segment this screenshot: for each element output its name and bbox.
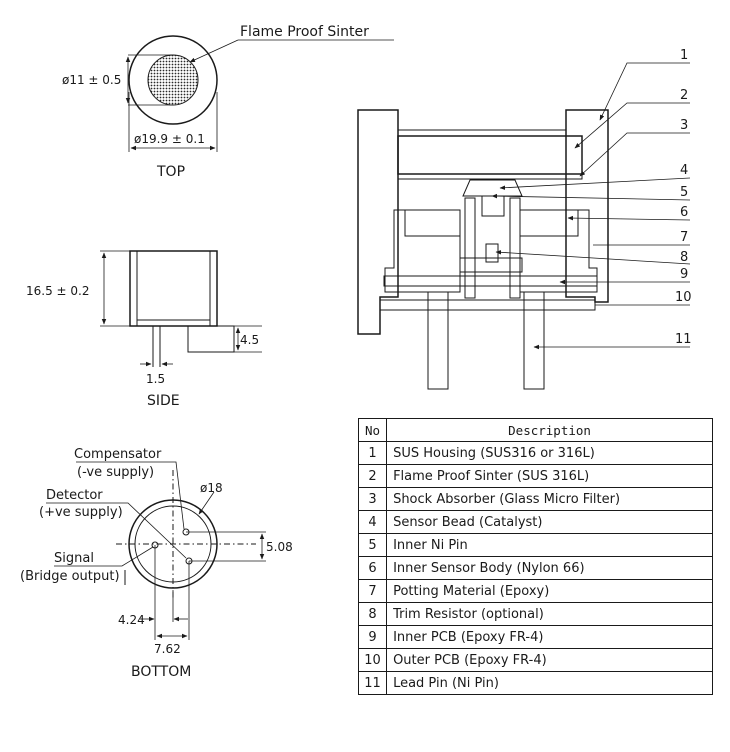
row-desc: Potting Material (Epoxy) xyxy=(386,579,714,603)
callout-1: 1 xyxy=(680,48,688,63)
top-view-caption: TOP xyxy=(156,164,185,180)
signal-label: Signal xyxy=(54,551,94,566)
signal-note: (Bridge output) xyxy=(20,569,120,584)
side-view: 16.5 ± 0.2 4.5 1.5 SIDE xyxy=(26,250,262,409)
row-desc: Shock Absorber (Glass Micro Filter) xyxy=(386,487,714,511)
header-no: No xyxy=(357,418,388,442)
bottom-view: Compensator (-ve supply) Detector (+ve s… xyxy=(20,447,293,680)
detector-note: (+ve supply) xyxy=(39,505,123,520)
housing-left-wall xyxy=(357,109,399,335)
bottom-vertical-dim: 5.08 xyxy=(266,540,293,554)
side-pin-width-dim: 1.5 xyxy=(146,372,165,386)
trim-resistor xyxy=(485,243,499,263)
callout-7: 7 xyxy=(680,230,688,245)
side-view-caption: SIDE xyxy=(147,393,180,409)
callout-10: 10 xyxy=(675,290,692,305)
potting-left xyxy=(384,209,461,293)
callout-3: 3 xyxy=(680,118,688,133)
row-no: 7 xyxy=(357,579,388,603)
inner-body-left xyxy=(404,209,461,237)
cross-section: 1 2 3 4 5 6 7 8 9 10 11 xyxy=(357,48,692,390)
sinter-section xyxy=(397,135,583,175)
sinter-circle xyxy=(147,54,199,106)
callout-4: 4 xyxy=(680,163,688,178)
lead-pin-left xyxy=(427,291,449,390)
row-desc: Trim Resistor (optional) xyxy=(386,602,714,626)
sensor-bead-section xyxy=(462,179,523,197)
callout-6: 6 xyxy=(680,205,688,220)
table-header-row: No Description xyxy=(357,418,714,442)
header-description: Description xyxy=(386,418,714,442)
bottom-view-caption: BOTTOM xyxy=(131,664,191,680)
row-no: 3 xyxy=(357,487,388,511)
callout-2: 2 xyxy=(680,88,688,103)
row-desc: Inner Sensor Body (Nylon 66) xyxy=(386,556,714,580)
row-desc: Outer PCB (Epoxy FR-4) xyxy=(386,648,714,672)
detector-label: Detector xyxy=(46,488,103,503)
inner-pin-left xyxy=(464,197,476,299)
row-desc: Inner PCB (Epoxy FR-4) xyxy=(386,625,714,649)
row-no: 2 xyxy=(357,464,388,488)
callout-5: 5 xyxy=(680,185,688,200)
callout-11: 11 xyxy=(675,332,692,347)
compensator-note: (-ve supply) xyxy=(77,465,154,480)
outer-pcb-section xyxy=(379,299,596,311)
row-no: 9 xyxy=(357,625,388,649)
side-height-dim: 16.5 ± 0.2 xyxy=(26,284,90,298)
row-desc: Lead Pin (Ni Pin) xyxy=(386,671,714,695)
row-desc: Flame Proof Sinter (SUS 316L) xyxy=(386,464,714,488)
inner-body-right xyxy=(519,209,579,237)
row-desc: SUS Housing (SUS316 or 316L) xyxy=(386,441,714,465)
side-pin-length-dim: 4.5 xyxy=(240,333,259,347)
row-no: 4 xyxy=(357,510,388,534)
flame-proof-sinter-callout: Flame Proof Sinter xyxy=(240,24,369,40)
inner-pin-right xyxy=(509,197,521,299)
bottom-offset-dim: 4.24 xyxy=(118,613,145,627)
top-view: Flame Proof Sinter ø11 ± 0.5 ø19.9 ± 0.1… xyxy=(62,24,394,180)
callout-9: 9 xyxy=(680,267,688,282)
row-no: 8 xyxy=(357,602,388,626)
housing-right-wall xyxy=(565,109,609,303)
bottom-diameter-dim: ø18 xyxy=(200,481,223,495)
row-desc: Sensor Bead (Catalyst) xyxy=(386,510,714,534)
side-right-pin xyxy=(187,325,235,353)
lead-pin-right xyxy=(523,291,545,390)
row-no: 10 xyxy=(357,648,388,672)
bottom-spacing-dim: 7.62 xyxy=(154,642,181,656)
row-no: 1 xyxy=(357,441,388,465)
inner-pcb-section xyxy=(383,275,598,287)
callout-8: 8 xyxy=(680,250,688,265)
shock-absorber-section xyxy=(397,173,583,180)
row-desc: Inner Ni Pin xyxy=(386,533,714,557)
compensator-label: Compensator xyxy=(74,447,162,462)
row-no: 5 xyxy=(357,533,388,557)
side-body xyxy=(129,250,218,327)
top-inner-diameter-dim: ø11 ± 0.5 xyxy=(62,73,121,87)
potting-right xyxy=(519,209,598,293)
row-no: 6 xyxy=(357,556,388,580)
row-no: 11 xyxy=(357,671,388,695)
top-outer-diameter-dim: ø19.9 ± 0.1 xyxy=(134,132,205,146)
